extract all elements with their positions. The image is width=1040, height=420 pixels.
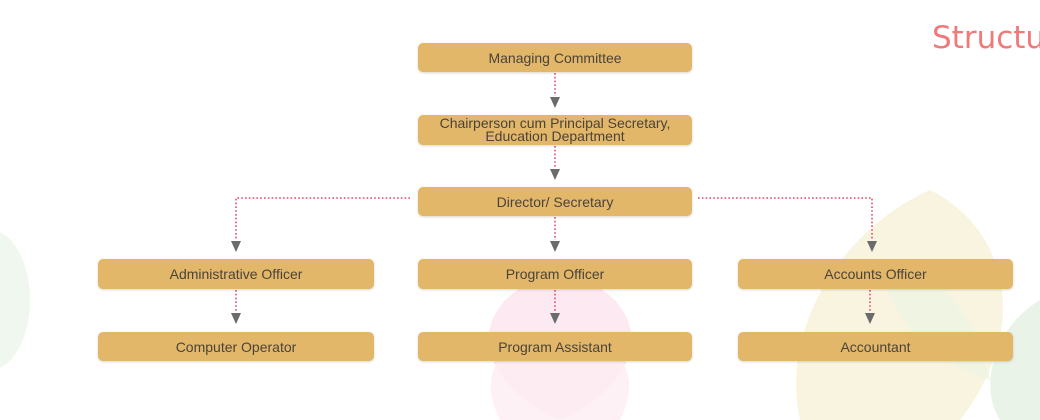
node-program-officer: Program Officer: [418, 259, 692, 289]
node-label: Accountant: [840, 338, 911, 355]
node-label: Computer Operator: [175, 338, 297, 355]
node-administrative-officer: Administrative Officer: [98, 259, 374, 289]
green-petal-left: [0, 232, 30, 368]
node-label: Director/ Secretary: [496, 193, 614, 210]
node-accounts-officer: Accounts Officer: [738, 259, 1013, 289]
node-accountant: Accountant: [738, 332, 1013, 361]
node-managing-committee: Managing Committee: [418, 43, 692, 72]
node-label: Program Officer: [505, 266, 605, 282]
node-chairperson: Chairperson cum Principal Secretary, Edu…: [418, 115, 692, 145]
node-computer-operator: Computer Operator: [98, 332, 374, 361]
node-label: Accounts Officer: [824, 266, 927, 282]
node-label: Chairperson cum Principal Secretary, Edu…: [439, 115, 671, 144]
node-director: Director/ Secretary: [418, 187, 692, 216]
page-title: Structu: [932, 20, 1040, 56]
green-petal-right: [990, 300, 1040, 420]
node-label: Program Assistant: [498, 338, 612, 355]
node-label: Managing Committee: [488, 49, 622, 66]
node-label: Administrative Officer: [169, 266, 303, 282]
node-program-assistant: Program Assistant: [418, 332, 692, 361]
